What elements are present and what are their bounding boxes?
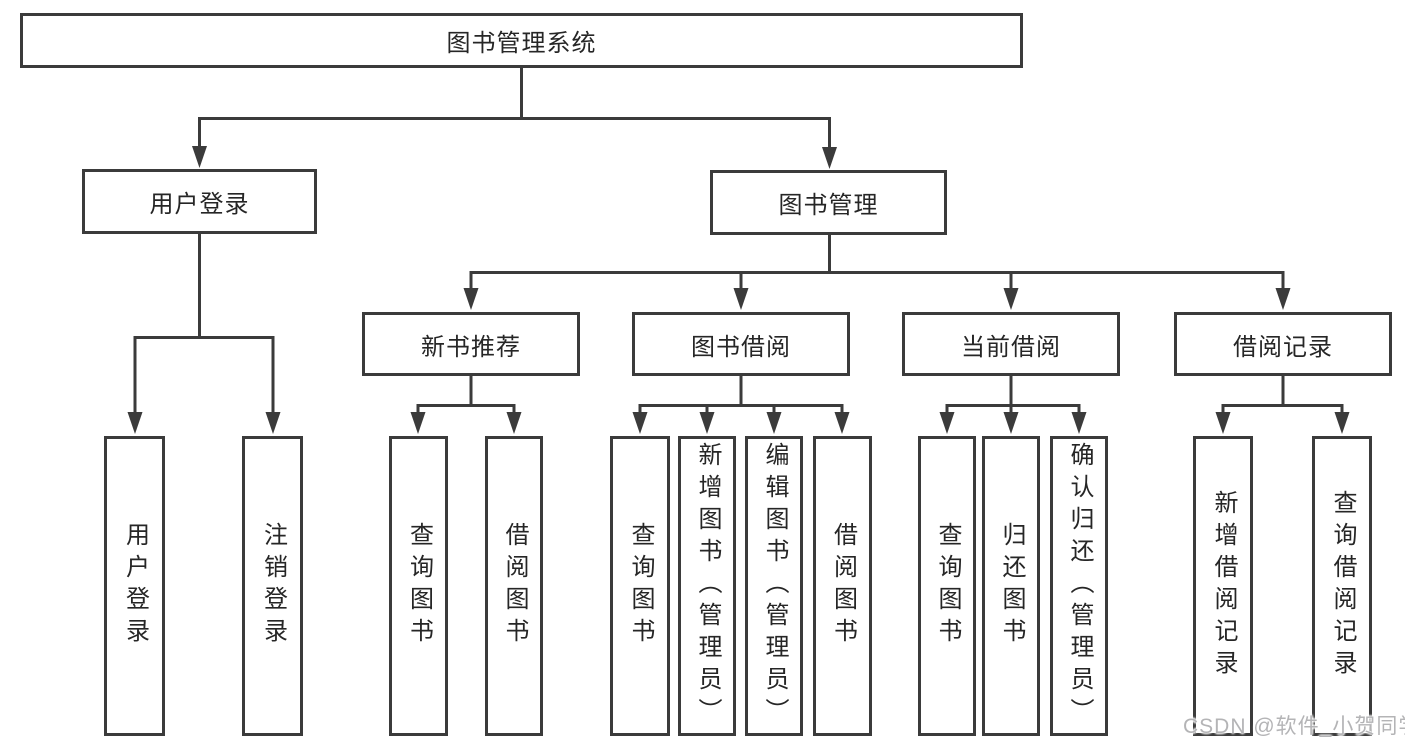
node-user-login: 用户登录 bbox=[82, 169, 317, 234]
leaf-borrow-books: 借阅图书 bbox=[813, 436, 872, 736]
leaf-label: 注销登录 bbox=[259, 522, 287, 650]
leaf-add-borrow-record: 新增借阅记录 bbox=[1193, 436, 1253, 736]
node-book-management: 图书管理 bbox=[710, 170, 947, 235]
leaf-borrow-books-recommend: 借阅图书 bbox=[485, 436, 543, 736]
arrowheads bbox=[127, 146, 1350, 434]
leaf-label: 查询借阅记录 bbox=[1329, 490, 1356, 682]
leaf-label: 查询图书 bbox=[934, 522, 961, 650]
leaf-edit-books-admin: 编辑图书（管理员） bbox=[745, 436, 803, 736]
leaf-label: 查询图书 bbox=[405, 522, 433, 650]
node-label: 新书推荐 bbox=[421, 333, 521, 361]
node-label: 当前借阅 bbox=[961, 333, 1061, 361]
node-current-borrow: 当前借阅 bbox=[902, 312, 1120, 376]
leaf-label: 归还图书 bbox=[998, 522, 1025, 650]
leaf-label: 查询图书 bbox=[627, 522, 654, 650]
leaf-label: 新增借阅记录 bbox=[1210, 490, 1237, 682]
leaf-confirm-return-admin: 确认归还（管理员） bbox=[1050, 436, 1108, 736]
leaf-return-books: 归还图书 bbox=[982, 436, 1040, 736]
node-label: 借阅记录 bbox=[1233, 333, 1333, 361]
leaf-label: 新增图书（管理员） bbox=[694, 442, 721, 730]
leaf-label: 确认归还（管理员） bbox=[1066, 442, 1093, 730]
leaf-add-books-admin: 新增图书（管理员） bbox=[678, 436, 736, 736]
node-label: 图书管理 bbox=[778, 192, 879, 219]
node-book-borrow: 图书借阅 bbox=[632, 312, 850, 376]
leaf-query-books-borrow: 查询图书 bbox=[610, 436, 670, 736]
leaf-label: 用户登录 bbox=[121, 522, 149, 650]
leaf-query-books-recommend: 查询图书 bbox=[389, 436, 448, 736]
leaf-query-books-current: 查询图书 bbox=[918, 436, 976, 736]
node-new-book-recommend: 新书推荐 bbox=[362, 312, 580, 376]
node-label: 用户登录 bbox=[149, 191, 250, 218]
node-label: 图书借阅 bbox=[691, 333, 791, 361]
node-book-management-system: 图书管理系统 bbox=[20, 13, 1023, 68]
leaf-label: 借阅图书 bbox=[829, 522, 857, 650]
node-borrow-records: 借阅记录 bbox=[1174, 312, 1392, 376]
leaf-logout-login: 注销登录 bbox=[242, 436, 303, 736]
leaf-query-borrow-record: 查询借阅记录 bbox=[1312, 436, 1372, 736]
watermark: CSDN @软件_小贺同学 bbox=[1183, 715, 1405, 738]
node-label: 图书管理系统 bbox=[446, 30, 597, 57]
leaf-label: 借阅图书 bbox=[501, 522, 528, 650]
leaf-label: 编辑图书（管理员） bbox=[761, 442, 788, 730]
leaf-user-login: 用户登录 bbox=[104, 436, 165, 736]
